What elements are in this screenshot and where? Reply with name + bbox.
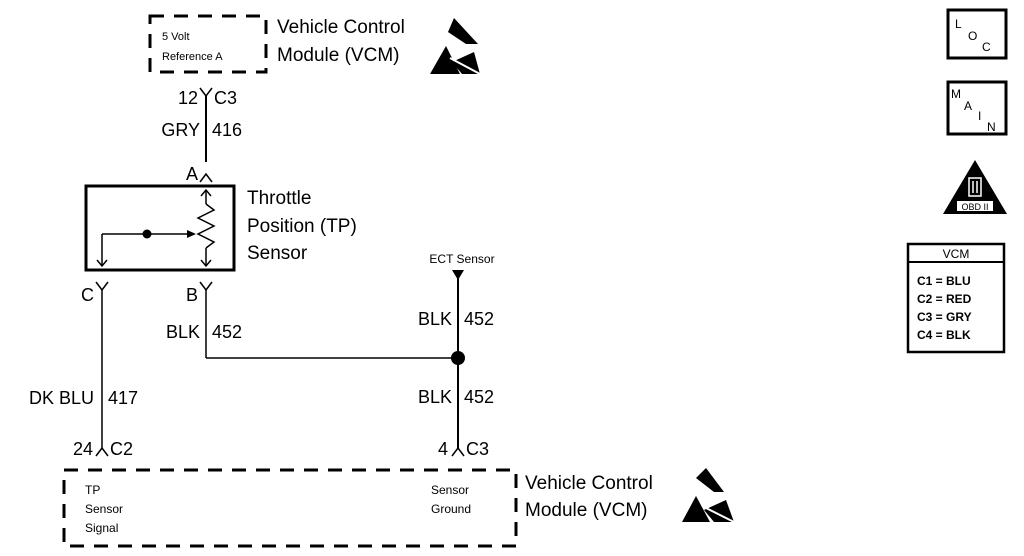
vcm-connector-legend: VCM C1 = BLU C2 = RED C3 = GRY C4 = BLK [906, 242, 1006, 354]
wire-452-vcm-circuit: 452 [464, 387, 494, 407]
connector-c2-pin24-symbol [95, 446, 109, 457]
main-icon: M A I N [946, 80, 1008, 136]
wire-416: 12 C3 GRY 416 A [161, 87, 242, 184]
bottom-vcm-signal-line1: TP [85, 483, 100, 497]
wire-452-ect-circuit: 452 [464, 309, 494, 329]
svg-text:A: A [964, 99, 972, 113]
wire-452-tp-color: BLK [166, 322, 200, 342]
wire-416-circuit: 416 [212, 120, 242, 140]
wire-417: DK BLU 417 24 C2 [29, 290, 138, 459]
wire-417-color: DK BLU [29, 388, 94, 408]
wire-452-tp-circuit: 452 [212, 322, 242, 342]
wire-452-ect-color: BLK [418, 309, 452, 329]
tp-sensor-label-line3: Sensor [247, 243, 308, 264]
wire-416-connector: C3 [214, 88, 237, 108]
tp-sensor-box [84, 184, 236, 272]
wire-416-color: GRY [161, 120, 200, 140]
wire-417-pin: 24 [73, 439, 93, 459]
top-vcm-module: 5 Volt Reference A Vehicle Control Modul… [148, 14, 481, 75]
ect-sensor-label: ECT Sensor [429, 252, 494, 266]
bottom-vcm-label-line1: Vehicle Control [525, 473, 653, 494]
bottom-vcm-ground-line2: Ground [431, 502, 471, 516]
wire-452-tp: BLK 452 [166, 290, 458, 359]
svg-text:M: M [951, 87, 961, 101]
connector-c3-pin12-symbol [199, 87, 213, 98]
ect-branch: ECT Sensor BLK 452 BLK 452 4 C3 [418, 252, 495, 459]
top-vcm-label-line1: Vehicle Control [277, 17, 405, 38]
connector-c3-pin4-symbol [451, 446, 465, 457]
tp-terminal-b: B [186, 285, 198, 305]
vcm-legend-row: C4 = BLK [917, 328, 971, 342]
splice-junction [451, 351, 465, 365]
esd-warning-icon [682, 468, 735, 523]
wire-452-vcm-color: BLK [418, 387, 452, 407]
bottom-vcm-signal-line3: Signal [85, 521, 118, 535]
loc-icon: L O C [946, 8, 1008, 60]
obd-ii-label: OBD II [961, 202, 988, 212]
top-vcm-circuit-line1: 5 Volt [162, 31, 190, 43]
svg-text:O: O [968, 29, 977, 43]
tp-terminals-bottom: C B [81, 281, 213, 305]
vcm-legend-title: VCM [943, 247, 970, 261]
svg-text:L: L [955, 17, 962, 31]
ect-sensor-arrow-icon [452, 270, 464, 280]
bottom-vcm-ground-line1: Sensor [431, 483, 469, 497]
vcm-legend-row: C2 = RED [917, 292, 972, 306]
wire-452-vcm-pin: 4 [438, 439, 448, 459]
vcm-legend-row: C3 = GRY [917, 310, 972, 324]
top-vcm-circuit-line2: Reference A [162, 51, 223, 63]
wire-416-pin: 12 [178, 88, 198, 108]
wire-417-circuit: 417 [108, 388, 138, 408]
tp-sensor-label-line2: Position (TP) [247, 216, 357, 237]
wire-417-connector: C2 [110, 439, 133, 459]
vcm-legend-row: C1 = BLU [917, 274, 971, 288]
obd-ii-icon: OBD II [943, 160, 1007, 214]
tp-terminal-a: A [186, 164, 198, 184]
bottom-vcm-dashed-box [62, 468, 518, 548]
tp-sensor-label-line1: Throttle [247, 188, 311, 209]
top-vcm-label-line2: Module (VCM) [277, 45, 399, 66]
wire-452-vcm-connector: C3 [466, 439, 489, 459]
bottom-vcm-label-line2: Module (VCM) [525, 500, 647, 521]
svg-text:N: N [987, 120, 996, 134]
bottom-vcm-module: TP Sensor Signal Sensor Ground Vehicle C… [62, 468, 735, 548]
svg-text:C: C [982, 40, 991, 54]
tp-sensor: Throttle Position (TP) Sensor [84, 184, 357, 272]
tp-terminal-c: C [81, 285, 94, 305]
top-vcm-dashed-box [148, 14, 268, 74]
esd-warning-icon [430, 18, 481, 75]
potentiometer-icon [96, 188, 216, 268]
bottom-vcm-signal-line2: Sensor [85, 502, 123, 516]
svg-text:I: I [978, 109, 981, 123]
